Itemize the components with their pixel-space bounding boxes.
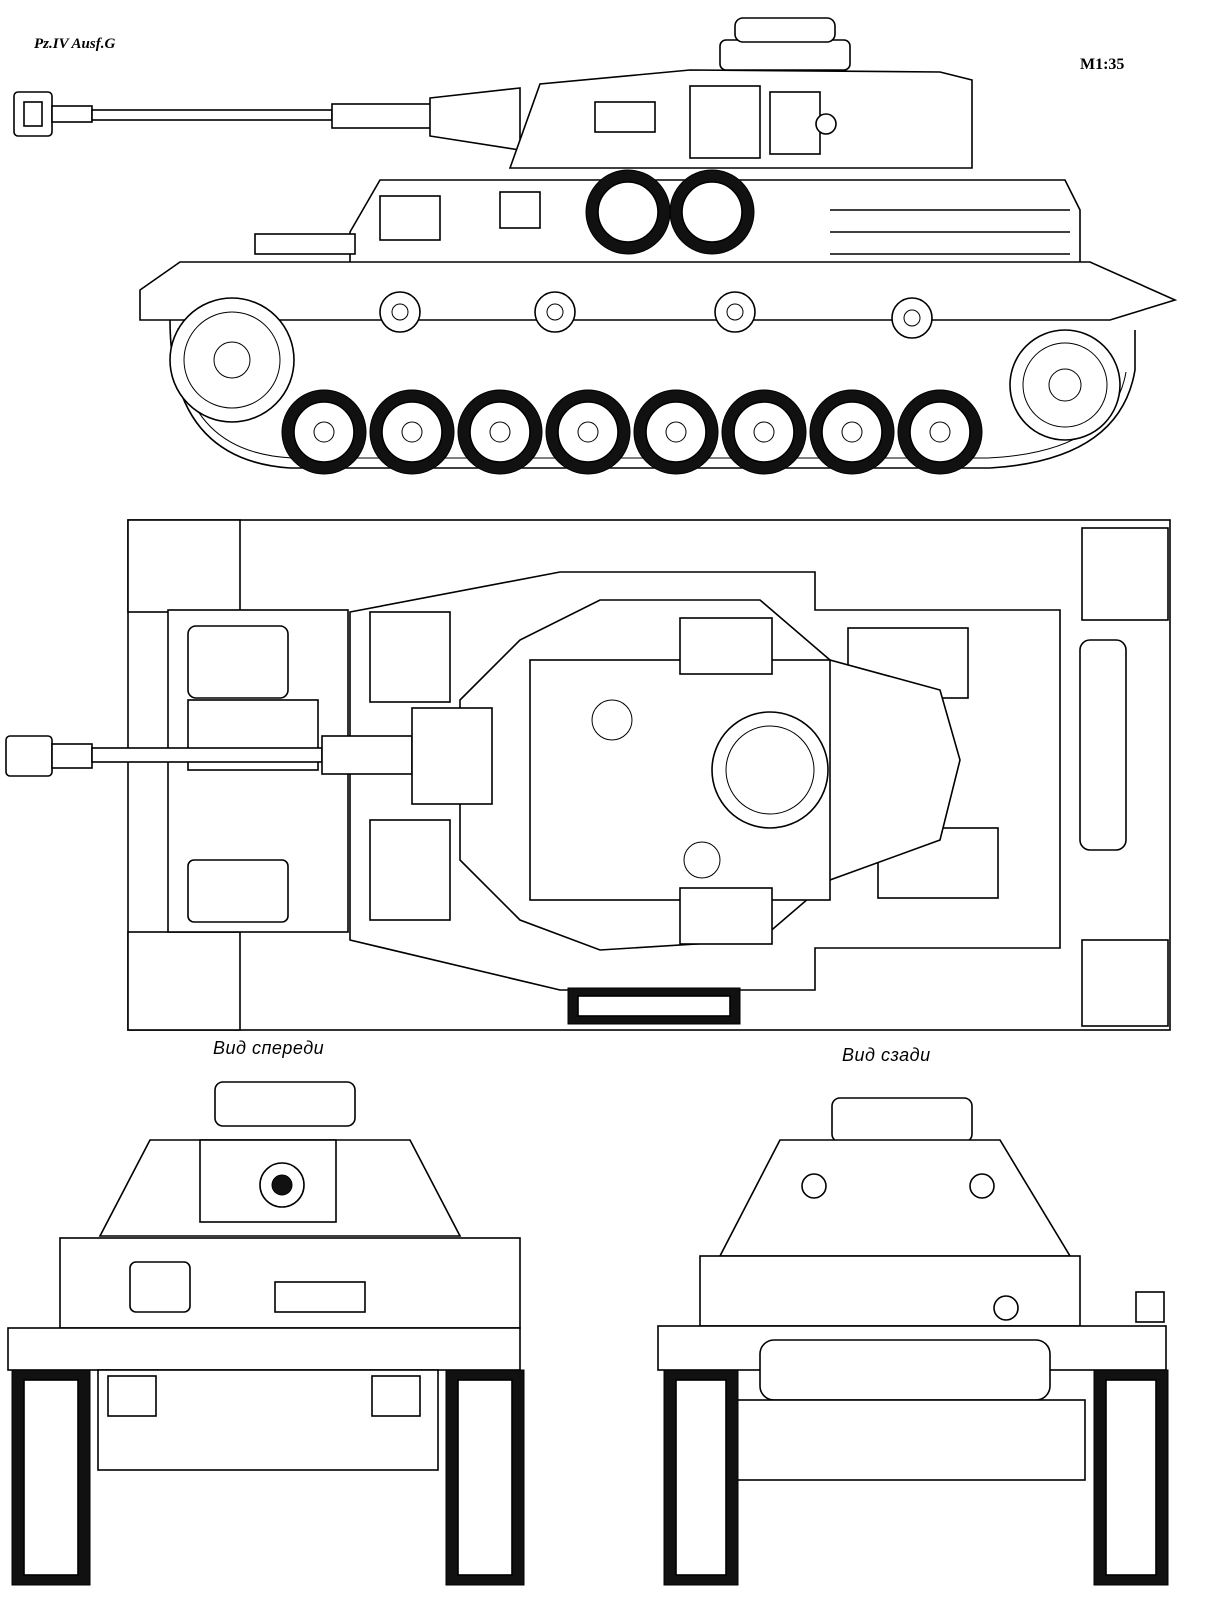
turret-rear [718,1139,1072,1257]
driver-visor [274,1281,366,1313]
top-view-drawing [5,519,1171,1031]
front-view-drawing [7,1081,525,1586]
tow-hook [107,1375,157,1417]
idler-wheel [1009,329,1121,441]
lower-hull-rear [734,1399,1086,1481]
exhaust-muffler [1079,639,1127,851]
drawing-title: Pz.IV Ausf.G [34,36,116,52]
turret-vision-port [594,101,656,133]
front-view-label: Вид спереди [213,1038,325,1058]
gun-barrel-top [91,747,323,763]
cupola-front [214,1081,356,1127]
drive-sprocket [169,297,295,423]
gun-mantlet [429,87,521,151]
muzzle-brake-top [5,735,53,777]
bow-mg-mount [129,1261,191,1313]
cupola-rear [831,1097,973,1143]
return-rollers [379,291,933,339]
cupola [719,39,851,71]
commander-cupola [711,711,829,829]
side-view-drawing [13,17,1178,475]
scale-label: M1:35 [1080,56,1125,73]
rear-view-label: Вид сзади [842,1045,931,1065]
gun-barrel [91,109,333,121]
rear-view-drawing [657,1097,1169,1586]
exhaust-muffler-rear [759,1339,1051,1401]
gun-mantlet-top [411,707,493,805]
road-wheels [281,389,983,475]
glacis [7,1327,521,1371]
tow-hook [371,1375,421,1417]
turret-side-hatch [689,85,761,159]
fender [139,261,1178,321]
tail-light [1135,1291,1165,1323]
hull-rear-plate [699,1255,1081,1327]
